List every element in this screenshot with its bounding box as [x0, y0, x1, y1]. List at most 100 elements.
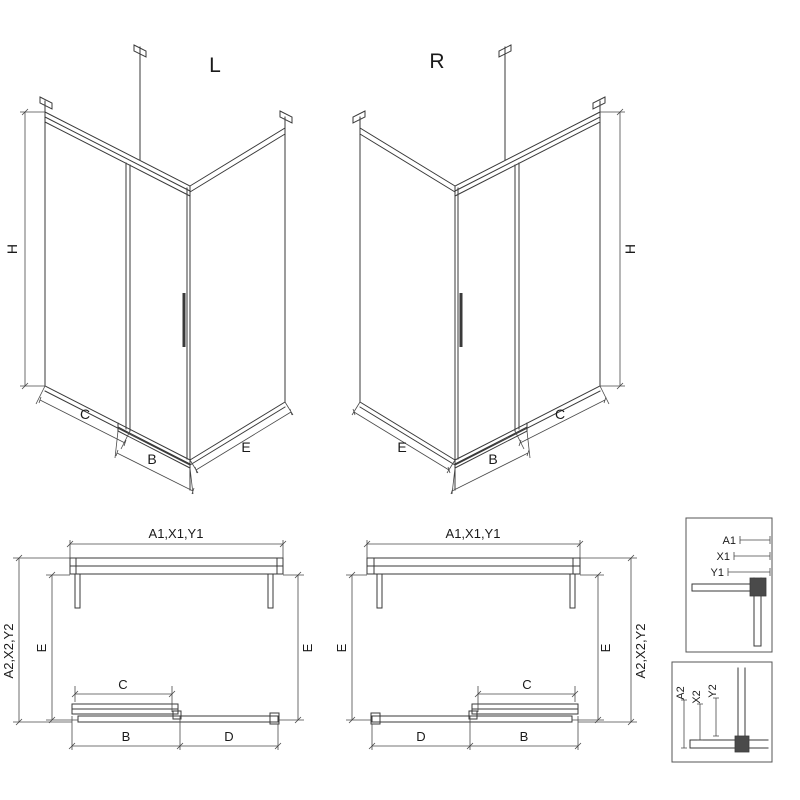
dim-label-e: E	[300, 643, 315, 652]
dim-label-d: D	[416, 729, 425, 744]
dimension-b-plan-right: B	[466, 716, 582, 750]
dimension-lines	[189, 401, 294, 474]
dimension-lines	[363, 540, 584, 558]
view-label-right: R	[429, 50, 444, 73]
dim-label-e: E	[598, 643, 613, 652]
wall-profile-top	[69, 557, 284, 609]
dimension-d-plan-left: D	[180, 724, 282, 750]
dimension-lines	[278, 571, 304, 724]
dimension-lines	[66, 540, 287, 558]
dim-label-e: E	[241, 439, 250, 455]
dimension-a1-right: A1,X1,Y1	[363, 526, 584, 558]
dimension-lines	[346, 571, 372, 724]
dimension-a2-left: A2,X2,Y2	[1, 554, 72, 726]
rail-profile-block	[734, 735, 750, 753]
dim-label-c: C	[522, 677, 531, 692]
dim-label-y2: Y2	[707, 684, 719, 697]
dimension-lines	[35, 385, 131, 450]
dimension-lines	[681, 699, 687, 749]
dim-label-a1x1y1: A1,X1,Y1	[446, 526, 501, 541]
dimension-a1-detail: A1	[723, 535, 771, 547]
dimension-y1-detail: Y1	[711, 567, 771, 579]
enclosure-panels-left	[44, 111, 286, 491]
dimension-e-right: E	[351, 401, 456, 474]
dim-label-b: B	[147, 451, 156, 467]
dim-label-e: E	[334, 643, 349, 652]
plan-view-left: A1,X1,Y1 A2,X2,Y2 E E C B D	[1, 526, 315, 750]
dimension-a2-detail: A2	[675, 686, 687, 749]
detail-frame	[671, 661, 773, 763]
dimension-lines	[733, 552, 771, 560]
dimension-b-left: B	[114, 430, 195, 495]
dimension-b-plan-left: B	[68, 716, 184, 750]
dimension-e-left: E	[189, 401, 294, 474]
dimension-lines	[727, 568, 771, 576]
isometric-view-right: R H C B E	[351, 44, 638, 495]
wall-profile-top	[366, 557, 581, 609]
dim-label-x1: X1	[717, 551, 730, 563]
dimension-c-left: C	[35, 385, 131, 450]
dim-label-x2: X2	[691, 690, 703, 703]
dimension-lines	[71, 686, 176, 712]
dim-label-d: D	[224, 729, 233, 744]
dim-label-a2: A2	[675, 686, 687, 699]
dimension-e-plan-left-2: E	[278, 571, 315, 724]
detail-frame	[685, 517, 773, 653]
dim-label-e: E	[34, 643, 49, 652]
dimension-a1-left: A1,X1,Y1	[66, 526, 287, 558]
dimension-e-plan-right-2: E	[572, 571, 613, 724]
dim-label-y1: Y1	[711, 567, 724, 579]
wall-brackets-left	[39, 44, 293, 161]
dim-label-e: E	[397, 439, 406, 455]
sliding-door-bar	[71, 703, 182, 720]
dimension-lines	[20, 108, 45, 390]
rail-profile	[689, 667, 769, 749]
dim-label-a1x1y1: A1,X1,Y1	[149, 526, 204, 541]
dimension-lines	[514, 385, 610, 450]
dim-label-c: C	[555, 406, 565, 422]
dimension-lines	[739, 536, 771, 544]
dim-label-b: B	[520, 729, 529, 744]
dimension-lines	[474, 686, 579, 712]
wall-brackets-right	[352, 44, 606, 161]
dim-label-c: C	[80, 406, 90, 422]
dim-label-a2x2y2: A2,X2,Y2	[633, 624, 648, 679]
dimension-lines	[68, 716, 184, 750]
dimension-c-right: C	[514, 385, 610, 450]
detail-view-top: A1 X1 Y1	[685, 517, 773, 653]
view-label-left: L	[209, 54, 221, 77]
dim-label-h: H	[622, 244, 638, 254]
dimension-h-right: H	[600, 108, 638, 390]
dimension-lines	[713, 697, 719, 737]
corner-profile-block	[749, 577, 767, 597]
dim-label-h: H	[4, 244, 20, 254]
dimension-lines	[578, 554, 637, 726]
dimension-x2-detail: X2	[691, 690, 703, 741]
dim-label-a1: A1	[723, 535, 736, 547]
dimension-lines	[114, 430, 195, 495]
dimension-lines	[572, 571, 604, 724]
detail-view-bottom: A2 X2 Y2	[671, 661, 773, 763]
enclosure-panels-right	[359, 111, 601, 491]
dimension-lines	[600, 108, 625, 390]
dimension-lines	[180, 724, 282, 750]
isometric-view-left: L H C B E	[4, 44, 294, 495]
dimension-lines	[466, 716, 582, 750]
sliding-door-bar	[468, 703, 579, 720]
dimension-c-plan-left: C	[71, 677, 176, 712]
plan-view-right: A1,X1,Y1 A2,X2,Y2 E E C B D	[334, 526, 648, 750]
dimension-lines	[450, 430, 531, 495]
dim-label-c: C	[118, 677, 127, 692]
dimension-b-right: B	[450, 430, 531, 495]
dimension-x1-detail: X1	[717, 551, 771, 563]
dimension-lines	[697, 703, 703, 741]
dimension-d-plan-right: D	[368, 724, 470, 750]
dimension-lines	[13, 554, 72, 726]
dim-label-b: B	[122, 729, 131, 744]
dimension-a2-right: A2,X2,Y2	[578, 554, 648, 726]
dimension-h-left: H	[4, 108, 45, 390]
dimension-e-plan-right-1: E	[334, 571, 372, 724]
dimension-y2-detail: Y2	[707, 684, 719, 737]
